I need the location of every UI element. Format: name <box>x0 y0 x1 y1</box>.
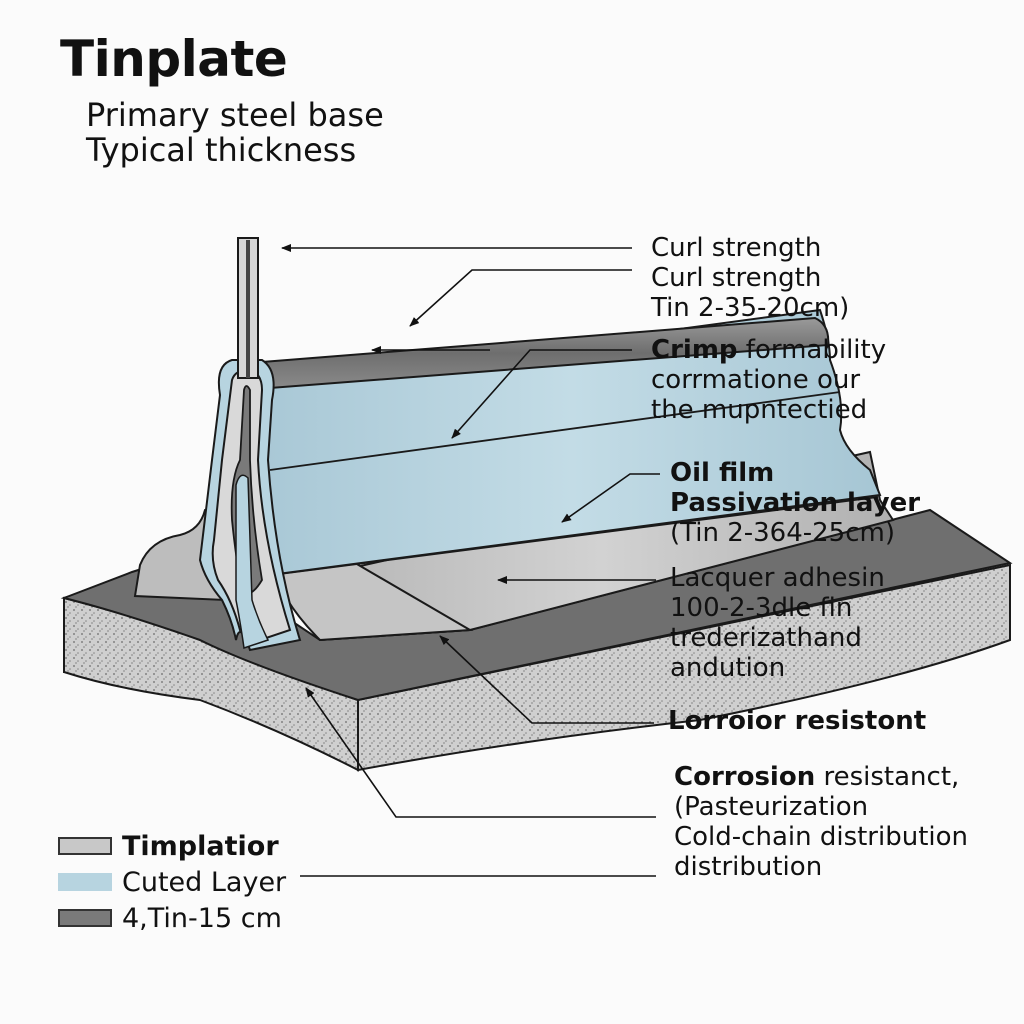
callout-line: (Pasteurization <box>674 792 869 822</box>
leader-crimp <box>451 349 632 439</box>
callout-crimp-formability: Crimp formability corrmatione our the mu… <box>651 335 886 425</box>
callout-curl-strength: Curl strength Curl strength Tin 2-35-20c… <box>651 233 849 323</box>
callout-line: Curl strength <box>651 233 822 263</box>
legend-item: Timplatior <box>58 828 286 864</box>
seam-inner-hook <box>235 474 270 649</box>
legend-label: Cuted Layer <box>122 866 287 898</box>
callout-line: Tin 2-35-20cm) <box>651 293 850 323</box>
legend-label: Timplatior <box>122 830 279 862</box>
callout-line: trederizathand <box>670 623 862 653</box>
callout-bold: Corrosion <box>674 762 816 792</box>
callout-lacquer-adhesion: Lacquer adhesin 100-2-3dle fin trederiza… <box>670 563 885 683</box>
callout-line: distribution <box>674 852 823 882</box>
leader-oil-film <box>561 473 660 523</box>
callout-line: Cold-chain distribution <box>674 822 969 852</box>
callout-line: Oil film <box>670 458 775 488</box>
callout-line: (Tin 2-364-25cm) <box>670 518 895 548</box>
callout-line: the mupntectied <box>651 395 868 425</box>
legend-label: 4,Tin-15 cm <box>122 902 282 934</box>
callout-line: Curl strength <box>651 263 822 293</box>
callout-bold: Crimp <box>651 335 738 365</box>
callout-line: 100-2-3dle fin <box>670 593 853 623</box>
callout-line: andution <box>670 653 786 683</box>
legend-swatch-dark-grey <box>58 909 112 927</box>
legend-swatch-light-grey <box>58 837 112 855</box>
leader-curl-2 <box>409 269 632 327</box>
blue-step-line <box>269 391 841 471</box>
callout-resistance: Lorroior resistont <box>668 706 926 736</box>
base-slab-right-face <box>357 563 1011 772</box>
callout-line: corrmatione our <box>651 365 861 395</box>
leader-corrosion <box>305 687 656 818</box>
legend: Timplatior Cuted Layer 4,Tin-15 cm <box>58 828 286 936</box>
diagram-title: Tinplate <box>60 30 288 88</box>
callout-line: Lacquer adhesin <box>670 563 885 593</box>
callout-line: Lorroior resistont <box>668 706 927 736</box>
legend-swatch-blue <box>58 873 112 891</box>
callout-line: formability <box>737 335 887 365</box>
leader-resistance <box>439 635 654 724</box>
callout-line: resistanct, <box>815 762 960 792</box>
callout-corrosion-resistance: Corrosion resistanct, (Pasteurization Co… <box>674 762 968 882</box>
callout-oil-film: Oil film Passivation layer (Tin 2-364-25… <box>670 458 920 548</box>
callout-line: Passivation layer <box>670 488 921 518</box>
subtitle-line-1: Primary steel base <box>86 96 384 134</box>
legend-item: Cuted Layer <box>58 864 286 900</box>
legend-item: 4,Tin-15 cm <box>58 900 286 936</box>
blue-lower-line <box>271 496 879 576</box>
subtitle-line-2: Typical thickness <box>86 131 357 169</box>
